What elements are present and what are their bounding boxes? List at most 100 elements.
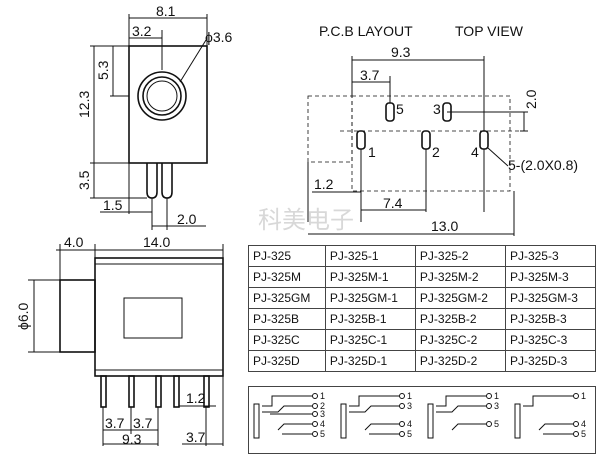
pcb-pad-1 — [356, 130, 366, 150]
model-cell: PJ-325GM-3 — [504, 287, 597, 309]
schematic-pin-label: 4 — [320, 419, 325, 429]
dim-pcb-row-gap: 2.0 — [523, 89, 539, 109]
schematic-contacts: 1 3 5 — [427, 391, 499, 439]
model-cell: PJ-325-3 — [504, 245, 597, 267]
pcb-layout: P.C.B LAYOUT TOP VIEW 1 2 3 4 5 9.3 3.7 … — [307, 23, 578, 236]
model-cell: PJ-325D — [248, 350, 326, 372]
dim-side-pitch-a: 3.7 — [105, 415, 125, 431]
schematic-pin-label: 1 — [320, 391, 325, 401]
dim-front-pin-pitch: 2.0 — [177, 211, 197, 227]
model-cell: PJ-325B-3 — [504, 308, 597, 330]
title-pcb-layout: P.C.B LAYOUT — [319, 23, 413, 39]
pcb-pad-4 — [479, 130, 489, 150]
schematic-pin-label: 5 — [320, 429, 325, 439]
model-cell: PJ-325GM-2 — [414, 287, 506, 309]
model-cell: PJ-325C-2 — [414, 329, 506, 351]
schematic-cell-3: 1 3 5 — [422, 388, 509, 449]
schematic-pin-label: 4 — [581, 419, 586, 429]
schematic-pin-label: 4 — [407, 419, 412, 429]
dim-front-pin-offset: 1.5 — [103, 197, 123, 213]
model-cell: PJ-325D-3 — [504, 350, 597, 372]
pcb-pin-label-4: 4 — [471, 144, 479, 160]
front-view: 8.1 3.2 ϕ3.6 5.3 12.3 3.5 1.5 2.0 — [76, 3, 233, 230]
pcb-pin-label-3: 3 — [433, 101, 441, 117]
schematic-contacts: 1 3 4 5 — [340, 391, 412, 439]
jack-outer-ring — [137, 71, 187, 121]
watermark: 科美电子 — [258, 207, 354, 234]
front-pin-left — [146, 163, 158, 199]
dim-front-pin-length: 3.5 — [76, 170, 92, 190]
dim-side-pin-span: 9.3 — [122, 431, 142, 447]
pcb-pad-5 — [385, 102, 395, 122]
dim-pcb-pad-size: 5-(2.0X0.8) — [508, 157, 578, 173]
schematic-pin-label: 5 — [494, 419, 499, 429]
model-cell: PJ-325M-3 — [504, 266, 597, 288]
dim-side-nose: 4.0 — [64, 234, 84, 250]
schematic-row-frame — [248, 386, 596, 454]
dim-pcb-pad-offset: 3.7 — [360, 67, 380, 83]
dim-side-rear: 3.7 — [186, 429, 206, 445]
pcb-pin-label-5: 5 — [396, 101, 404, 117]
schematic-cell-1: 1 2 3 4 5 — [248, 388, 335, 449]
schematic-pin-label: 3 — [407, 401, 412, 411]
schematic-contacts: 1 2 3 4 5 — [253, 391, 325, 439]
dim-front-upper: 5.3 — [95, 60, 111, 80]
dim-side-pitch-b: 3.7 — [133, 415, 153, 431]
model-cell: PJ-325D-2 — [414, 350, 506, 372]
model-cell: PJ-325GM — [248, 287, 326, 309]
dim-pcb-edge: 1.2 — [314, 176, 334, 192]
schematic-cell-2: 1 3 4 5 — [335, 388, 422, 449]
schematic-pin-label: 5 — [581, 429, 586, 439]
model-cell: PJ-325B-1 — [324, 308, 416, 330]
side-view: 4.0 14.0 ϕ6.0 3.7 3.7 9.3 3.7 1.2 — [15, 234, 224, 447]
schematic-pin-label: 3 — [494, 401, 499, 411]
pcb-nose-outline — [307, 95, 353, 163]
side-window — [123, 297, 183, 339]
dim-front-width: 8.1 — [156, 3, 176, 19]
model-cell: PJ-325M-1 — [324, 266, 416, 288]
side-body-outline — [94, 257, 224, 377]
model-cell: PJ-325M — [248, 266, 326, 288]
model-cell: PJ-325B — [248, 308, 326, 330]
dim-front-hole: ϕ3.6 — [205, 29, 233, 45]
dim-pcb-mid: 7.4 — [383, 195, 403, 211]
schematic-pin-label: 1 — [407, 391, 412, 401]
model-cell: PJ-325M-2 — [414, 266, 506, 288]
dim-side-pin-gap: 1.2 — [186, 390, 206, 406]
pcb-body-outline — [351, 95, 511, 192]
model-cell: PJ-325C — [248, 329, 326, 351]
jack-hole — [146, 80, 178, 112]
dim-front-height: 12.3 — [76, 91, 92, 118]
dim-side-body: 14.0 — [143, 234, 170, 250]
dim-side-diameter: ϕ6.0 — [15, 302, 31, 330]
model-cell: PJ-325D-1 — [324, 350, 416, 372]
model-cell: PJ-325C-3 — [504, 329, 597, 351]
dim-pcb-total: 13.0 — [431, 218, 458, 234]
schematic-contacts: 1 4 5 — [514, 391, 586, 439]
model-cell: PJ-325-1 — [324, 245, 416, 267]
dim-front-offset: 3.2 — [132, 23, 152, 39]
dim-pcb-span: 9.3 — [391, 44, 411, 60]
schematic-pin-label: 1 — [494, 391, 499, 401]
model-cell: PJ-325C-1 — [324, 329, 416, 351]
schematic-pin-label: 3 — [320, 409, 325, 419]
pcb-pin-label-2: 2 — [432, 144, 440, 160]
title-top-view: TOP VIEW — [455, 23, 524, 39]
jack-inner-ring — [142, 76, 182, 116]
schematic-pin-label: 2 — [320, 401, 325, 411]
side-nose-outline — [59, 279, 96, 353]
pcb-pin-label-1: 1 — [368, 144, 376, 160]
front-pin-right — [161, 163, 173, 199]
front-body-outline — [128, 45, 208, 164]
model-cell: PJ-325GM-1 — [324, 287, 416, 309]
model-cell: PJ-325 — [248, 245, 326, 267]
schematic-pin-label: 5 — [407, 429, 412, 439]
